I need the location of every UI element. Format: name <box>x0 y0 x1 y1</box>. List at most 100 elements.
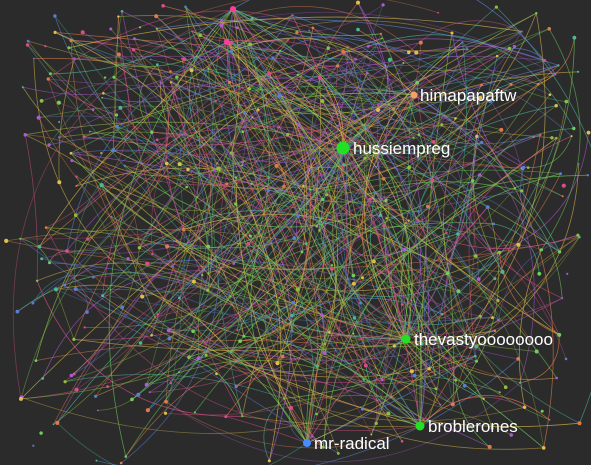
graph-edge <box>200 34 423 427</box>
graph-edge <box>241 89 415 166</box>
graph-minor-node <box>73 57 76 60</box>
graph-minor-node <box>368 197 372 201</box>
graph-edge <box>111 216 295 249</box>
graph-minor-node <box>384 198 388 203</box>
graph-edge <box>211 25 243 417</box>
graph-edge <box>413 77 551 96</box>
graph-minor-node <box>131 48 136 52</box>
graph-edge <box>57 422 308 465</box>
graph-minor-node <box>497 250 502 255</box>
node-broblerones[interactable]: broblerones <box>415 417 518 436</box>
graph-minor-node <box>229 49 234 54</box>
graph-edge <box>168 329 421 427</box>
graph-edge <box>324 234 579 345</box>
graph-edge <box>76 147 344 211</box>
graph-minor-node <box>360 407 364 411</box>
node-hussiempreg[interactable]: hussiempreg <box>336 139 451 158</box>
graph-minor-node <box>175 239 178 242</box>
graph-edge <box>131 273 209 400</box>
graph-minor-node <box>323 342 327 346</box>
graph-minor-node <box>165 244 170 249</box>
graph-edge <box>232 8 499 321</box>
node-hussiempreg-dot[interactable] <box>336 141 350 155</box>
graph-minor-node <box>219 23 224 28</box>
graph-edge <box>50 8 234 75</box>
graph-minor-node <box>83 326 86 329</box>
node-mr-radical-dot[interactable] <box>303 439 311 447</box>
graph-minor-node <box>139 26 142 29</box>
graph-minor-node <box>218 169 221 172</box>
graph-edge <box>369 97 481 200</box>
graph-edge <box>417 219 545 448</box>
node-himapapaftw[interactable]: himapapaftw <box>410 86 518 105</box>
graph-minor-node <box>315 225 319 228</box>
graph-edge <box>73 139 158 290</box>
graph-minor-node <box>351 273 356 278</box>
graph-minor-node <box>352 316 357 320</box>
graph-minor-node <box>207 67 210 70</box>
graph-edge <box>231 243 308 353</box>
graph-minor-node <box>73 287 78 291</box>
graph-edge <box>452 236 580 405</box>
graph-edge <box>66 168 219 252</box>
graph-edge <box>496 6 591 424</box>
graph-minor-node <box>241 130 245 134</box>
graph-edge <box>337 48 510 96</box>
node-thevastyoooooooo[interactable]: thevastyoooooooo <box>401 330 553 349</box>
node-mr-radical[interactable]: mr-radical <box>303 434 390 453</box>
graph-minor-node <box>566 272 569 275</box>
graph-minor-node <box>47 143 51 147</box>
graph-minor-node <box>379 32 382 35</box>
node-hussiempreg-label: hussiempreg <box>353 139 450 158</box>
graph-edge <box>340 147 389 414</box>
graph-minor-node <box>37 244 42 249</box>
graph-minor-node <box>392 107 396 111</box>
graph-edge <box>147 124 365 411</box>
graph-edge <box>70 40 389 414</box>
graph-minor-node <box>140 294 145 299</box>
node-himapapaftw-dot[interactable] <box>410 91 418 99</box>
graph-minor-node <box>116 52 121 57</box>
graph-minor-node <box>295 30 299 35</box>
graph-minor-node <box>138 341 143 345</box>
graph-minor-node <box>200 145 203 148</box>
graph-minor-node <box>374 421 378 425</box>
graph-minor-node <box>282 184 286 188</box>
graph-minor-node <box>495 54 499 58</box>
graph-minor-node <box>63 283 67 287</box>
graph-edge <box>108 8 234 457</box>
graph-minor-node <box>280 354 285 359</box>
graph-edge <box>76 167 311 191</box>
graph-minor-node <box>177 162 182 167</box>
graph-edge <box>363 124 474 181</box>
graph-minor-node <box>144 382 149 387</box>
graph-minor-node <box>516 242 521 247</box>
graph-minor-node <box>110 215 113 218</box>
graph-edge <box>110 216 525 422</box>
node-thevastyoooooooo-dot[interactable] <box>401 334 411 344</box>
graph-minor-node <box>532 136 535 139</box>
graph-edge <box>313 42 422 178</box>
graph-edge <box>232 8 414 139</box>
graph-edge <box>154 147 344 318</box>
graph-edge <box>414 375 500 393</box>
graph-minor-node <box>196 356 201 361</box>
graph-edge <box>332 72 403 442</box>
graph-minor-node <box>380 378 384 382</box>
graph-minor-node <box>154 14 159 19</box>
graph-edge <box>364 41 463 340</box>
graph-minor-node <box>267 459 271 463</box>
graph-minor-node <box>570 135 573 138</box>
graph-minor-node <box>512 45 517 49</box>
node-broblerones-dot[interactable] <box>415 421 425 431</box>
graph-edge <box>538 37 575 85</box>
graph-minor-node <box>169 70 172 73</box>
graph-edge <box>20 12 537 400</box>
graph-minor-node <box>267 189 270 192</box>
graph-minor-node <box>242 334 246 338</box>
graph-minor-node <box>485 205 490 210</box>
graph-edge <box>139 64 158 133</box>
graph-minor-node <box>256 108 260 111</box>
graph-minor-node <box>558 250 562 254</box>
graph-minor-node <box>320 313 324 317</box>
